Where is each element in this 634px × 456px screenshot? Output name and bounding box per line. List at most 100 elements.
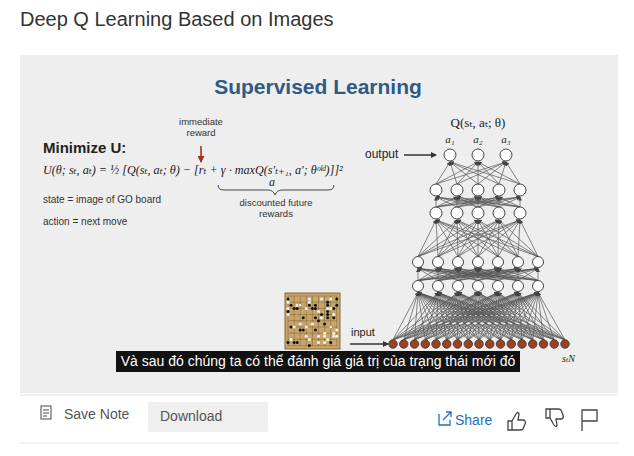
network-link bbox=[436, 220, 478, 257]
go-stone bbox=[299, 304, 302, 307]
neuron bbox=[473, 281, 484, 292]
network-link bbox=[418, 293, 511, 340]
board-grid bbox=[318, 296, 319, 346]
subtitle-band-text: Và sau đó chúng ta có thể đánh giá giá t… bbox=[121, 353, 515, 370]
board-grid bbox=[288, 345, 337, 346]
network-link bbox=[499, 162, 506, 184]
formula: U(θ; sₜ, aₜ) = ½ [Q(sₜ, aₜ; θ) − [rₜ + γ… bbox=[43, 163, 343, 177]
go-stone bbox=[320, 313, 323, 316]
go-stone bbox=[302, 316, 305, 319]
board-grid bbox=[336, 296, 337, 346]
network-link bbox=[438, 293, 565, 340]
neuron bbox=[410, 340, 418, 348]
network-link bbox=[436, 220, 538, 257]
action-label: a₁ bbox=[445, 133, 454, 146]
go-stone bbox=[323, 335, 326, 338]
go-stone bbox=[317, 335, 320, 338]
go-stone bbox=[290, 338, 293, 341]
go-stone bbox=[305, 335, 308, 338]
neuron bbox=[533, 257, 544, 268]
network-link bbox=[458, 220, 499, 257]
formula-subscript: a bbox=[269, 176, 275, 190]
toolbar-text: Save Note bbox=[64, 406, 129, 422]
arrow-label: output bbox=[365, 148, 398, 162]
neuron bbox=[493, 184, 505, 196]
neuron bbox=[533, 281, 544, 292]
action-label: a₃ bbox=[501, 133, 510, 146]
go-stone bbox=[320, 298, 323, 301]
board-grid bbox=[288, 308, 337, 309]
neuron bbox=[473, 257, 484, 268]
neuron bbox=[493, 281, 504, 292]
go-stone bbox=[314, 329, 317, 332]
network-link bbox=[478, 162, 479, 184]
go-stone bbox=[326, 310, 329, 313]
network-link bbox=[478, 293, 565, 340]
go-stone bbox=[329, 326, 332, 329]
input-arrow bbox=[350, 343, 388, 345]
go-stone bbox=[299, 329, 302, 332]
neuron bbox=[451, 207, 463, 219]
board-grid bbox=[324, 296, 325, 346]
network-link bbox=[415, 293, 419, 340]
neuron bbox=[464, 340, 472, 348]
go-stone bbox=[308, 301, 311, 304]
network-link bbox=[520, 220, 538, 257]
network-link bbox=[518, 269, 538, 281]
network-link bbox=[478, 162, 499, 184]
go-stone bbox=[326, 301, 329, 304]
neuron bbox=[413, 281, 424, 292]
network-link bbox=[404, 293, 418, 340]
go-stone bbox=[326, 304, 329, 307]
board-grid bbox=[288, 339, 337, 340]
neuron bbox=[472, 184, 484, 196]
go-stone bbox=[296, 304, 299, 307]
board-grid bbox=[312, 296, 313, 346]
go-stone bbox=[320, 316, 323, 319]
network-link bbox=[458, 293, 565, 340]
annotation: discounted future rewards bbox=[228, 198, 324, 220]
go-stone bbox=[305, 326, 308, 329]
neuron bbox=[389, 340, 397, 348]
neuron bbox=[513, 257, 524, 268]
share-icon bbox=[439, 412, 451, 425]
network-link bbox=[478, 220, 520, 257]
network-link bbox=[436, 220, 458, 257]
neuron bbox=[518, 340, 526, 348]
reward-arrow bbox=[200, 146, 202, 162]
go-stone bbox=[323, 341, 326, 344]
neuron bbox=[514, 207, 526, 219]
network-link bbox=[520, 197, 521, 207]
go-stone bbox=[311, 307, 314, 310]
divider bbox=[20, 443, 618, 444]
input-label: sₜN bbox=[562, 353, 575, 365]
go-stone bbox=[332, 307, 335, 310]
toolbar-link: Share bbox=[455, 412, 492, 428]
network-link bbox=[457, 220, 538, 257]
board-grid bbox=[288, 296, 289, 346]
go-stone bbox=[299, 304, 302, 307]
go-stone bbox=[296, 341, 299, 344]
board-grid bbox=[294, 296, 295, 346]
go-stone bbox=[326, 338, 329, 341]
network-link bbox=[478, 197, 520, 207]
network-link bbox=[415, 293, 539, 340]
neuron bbox=[475, 340, 483, 348]
neuron bbox=[453, 257, 464, 268]
network-link bbox=[478, 197, 520, 207]
thumbs-down-icon bbox=[546, 409, 563, 427]
annotation: immediate reward bbox=[171, 117, 231, 139]
go-stone bbox=[335, 329, 338, 332]
go-stone bbox=[308, 298, 311, 301]
board-grid bbox=[306, 296, 307, 346]
neuron bbox=[433, 257, 444, 268]
go-stone bbox=[332, 316, 335, 319]
go-stone bbox=[311, 322, 314, 325]
neuron bbox=[433, 281, 444, 292]
go-stone bbox=[329, 307, 332, 310]
go-stone bbox=[293, 341, 296, 344]
go-stone bbox=[302, 329, 305, 332]
network-link bbox=[436, 197, 478, 207]
network-link bbox=[436, 220, 518, 257]
go-board bbox=[285, 293, 340, 349]
